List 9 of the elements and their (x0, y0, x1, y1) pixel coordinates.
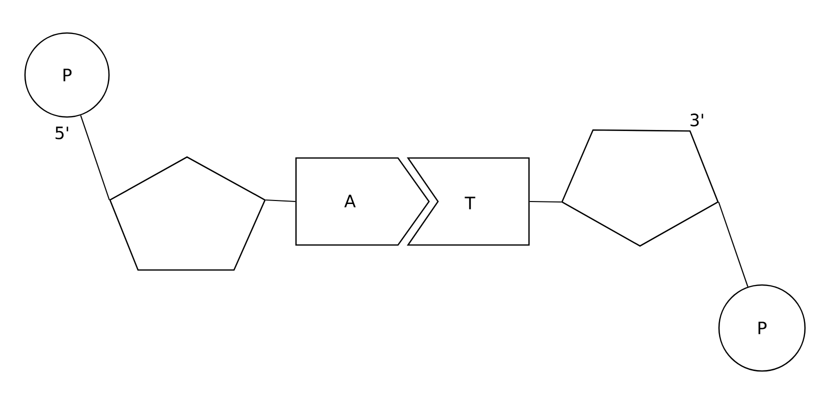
base-block: A (295, 157, 430, 246)
connector-line (718, 202, 748, 287)
sugar-pentagon (561, 129, 719, 247)
sugar-pentagon (109, 156, 266, 271)
connector-line (80, 115, 110, 200)
connector-line (530, 200, 562, 203)
connector-line (266, 199, 296, 202)
base-block: T (406, 157, 530, 246)
prime-label: 5' (56, 126, 68, 140)
